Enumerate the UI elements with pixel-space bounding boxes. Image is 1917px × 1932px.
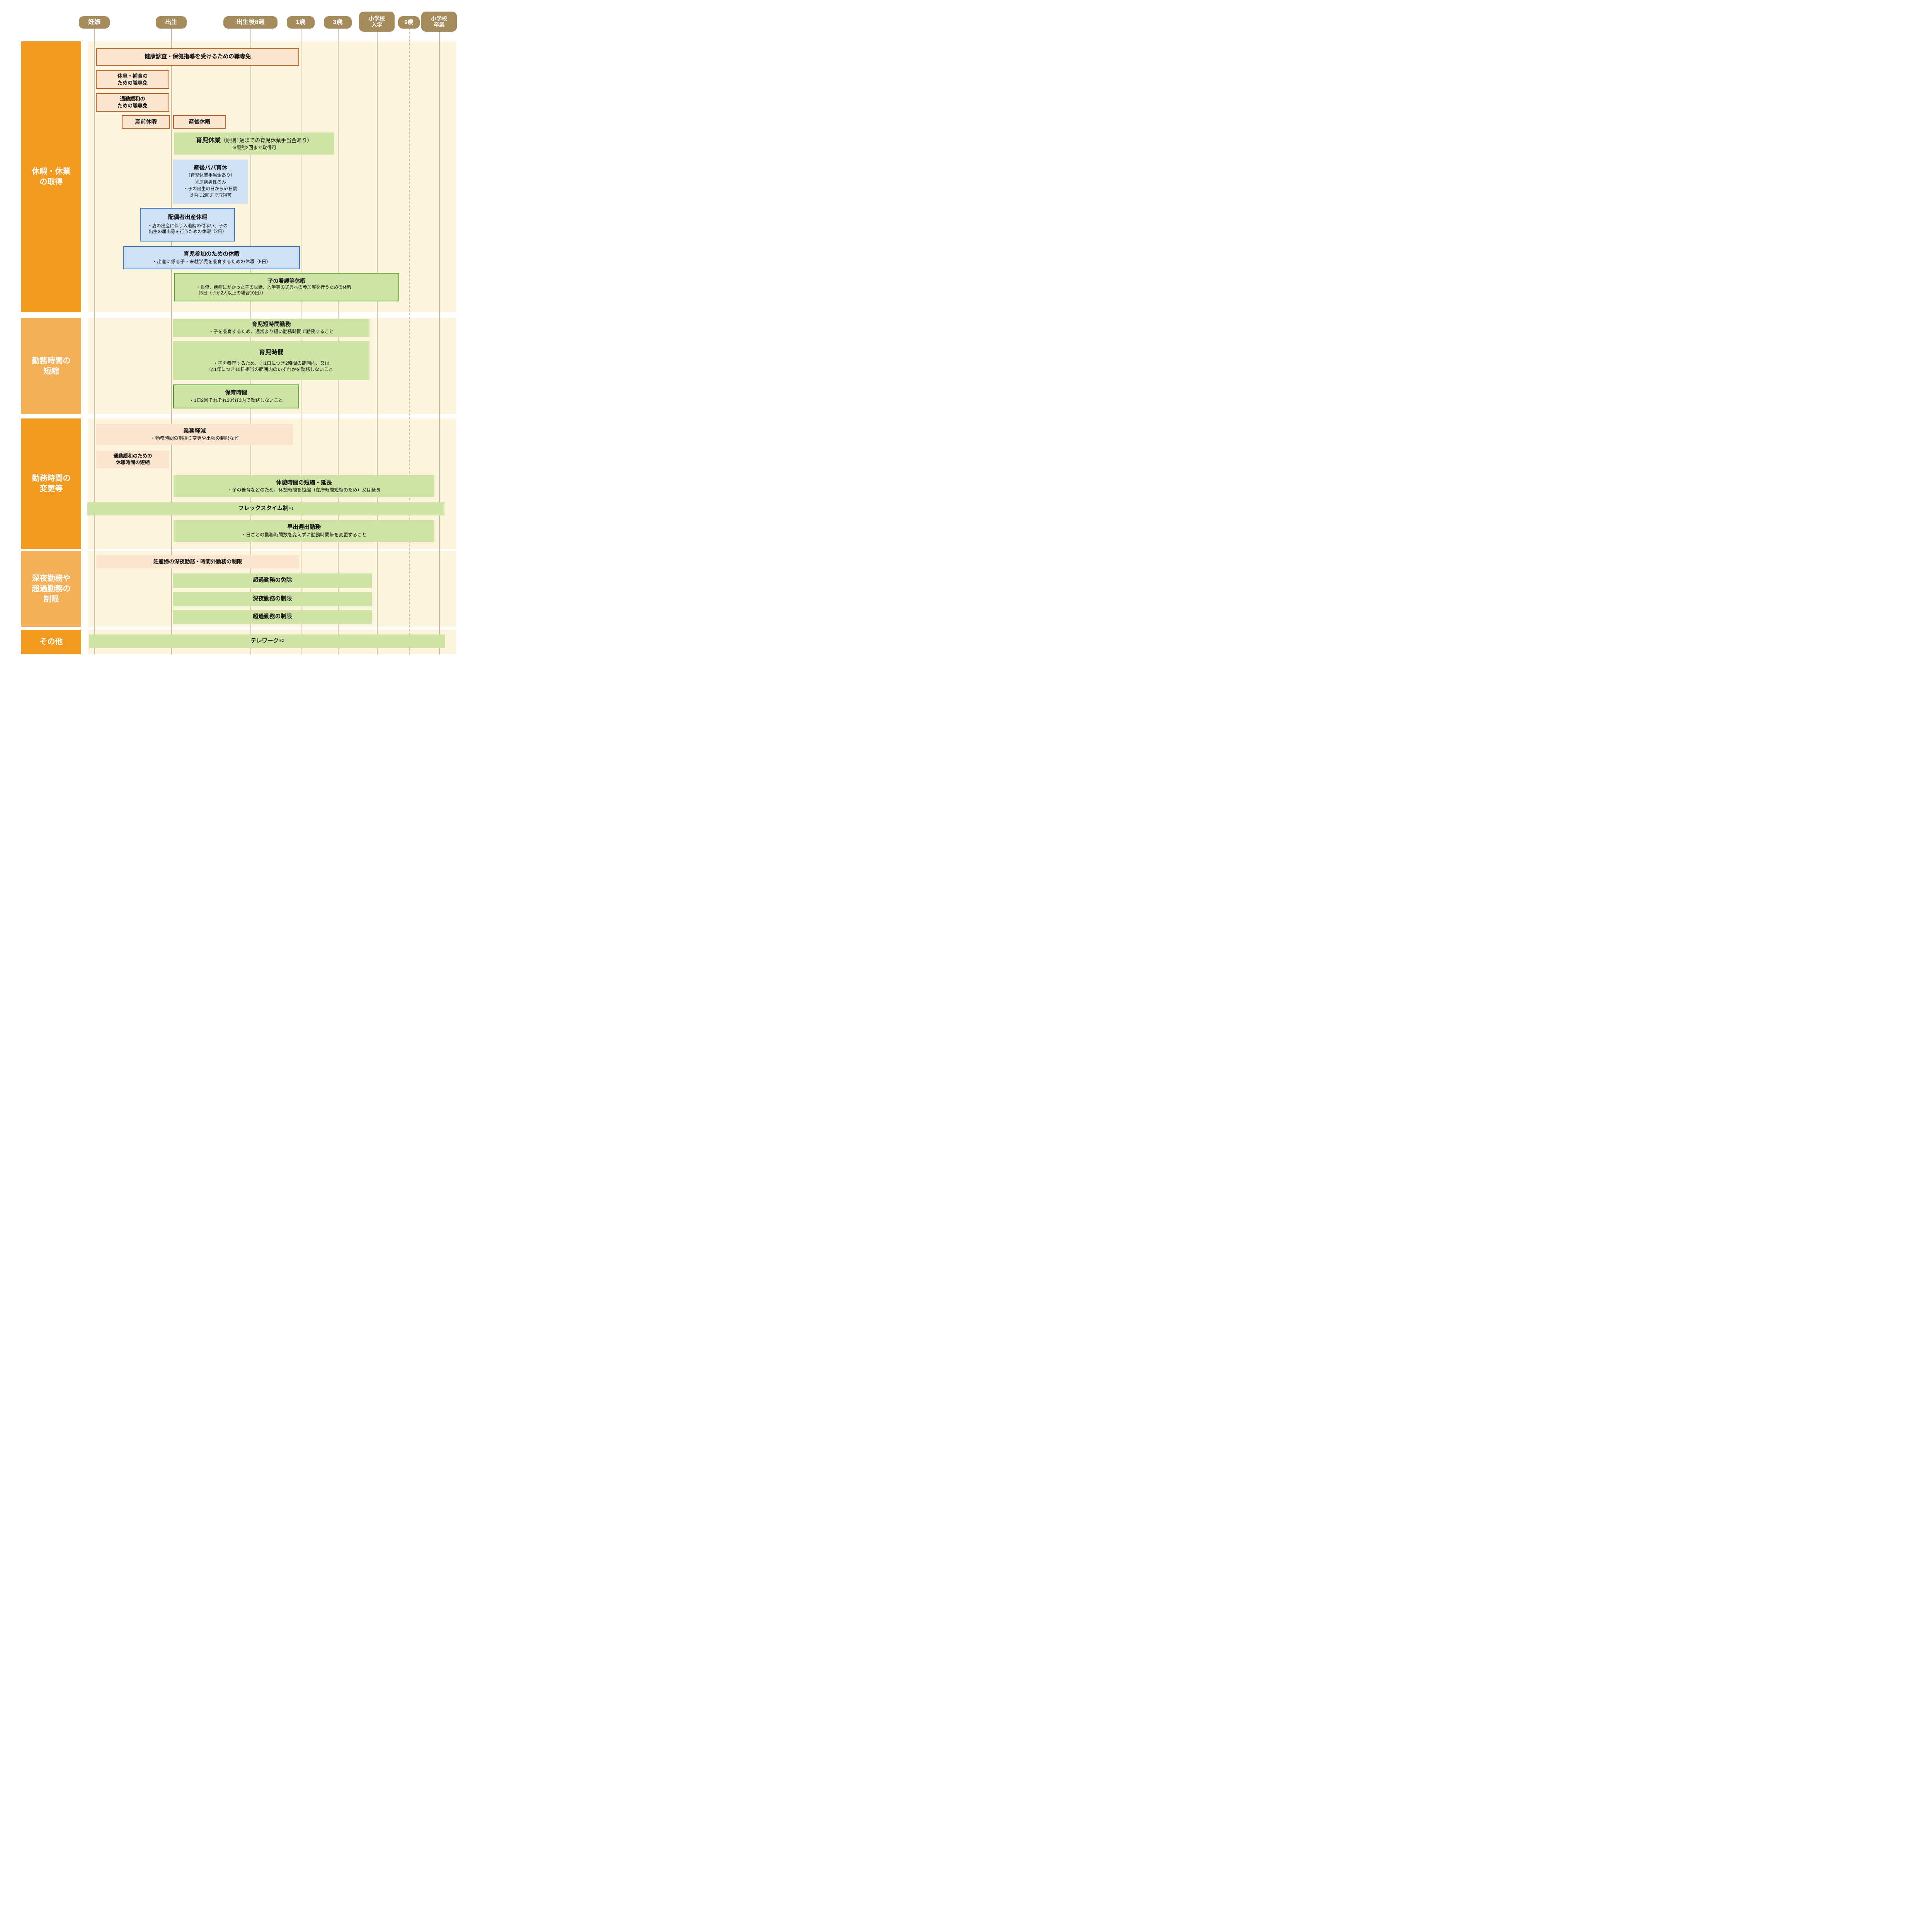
bar-sango-papa-ikukyu: 産後パパ育休 （育児休業手当金あり） ※原則男性のみ ・子の出生の日から57日間… [173, 160, 248, 204]
bar-ikuji-kyugyo: 育児休業（原則1歳までの育児休業手当金あり） ※原則2回まで取得可 [174, 133, 334, 155]
bar-shinyakinmu-seigen: 深夜勤務の制限 [173, 592, 372, 606]
timeline-line-birth [171, 28, 172, 655]
bar-gyomu-keigen: 業務軽減 ・勤務時間の割振り変更や出張の制限など [96, 424, 293, 445]
bar-hayade-osode-kinmu: 早出遅出勤務 ・日ごとの勤務時間数を変えずに勤務時間帯を変更すること [174, 520, 434, 542]
timeline-line-9yo [409, 28, 410, 655]
timeline-line-school-grad [439, 28, 440, 655]
sidebar-category-leave: 休暇・休業 の取得 [21, 41, 81, 312]
worklife-benefit-timeline-chart: 妊娠 出生 出生後8週 1歳 3歳 小学校 入学 9歳 小学校 卒業 休暇・休業… [0, 0, 479, 678]
bar-sango-kyuka: 産後休暇 [173, 115, 226, 129]
bar-ikuji-jikan: 育児時間 ・子を養育するため、①1日につき2時間の範囲内、又は ②1年につき10… [173, 341, 369, 380]
sidebar-category-shortening: 勤務時間の 短縮 [21, 318, 81, 414]
bar-ikuji-tanjikan-kinmu: 育児短時間勤務 ・子を養育するため、通常より短い勤務時間で勤務すること [173, 319, 369, 337]
bar-kenko-shinsa-shokusenmen: 健康診査・保健指導を受けるための職専免 [96, 48, 299, 66]
bar-telework: テレワーク※2 [89, 634, 445, 648]
milestone-badge-shussei: 出生 [156, 16, 187, 29]
bar-ikuji-sanka-kyuka: 育児参加のための休暇 ・出産に係る子・未就学児を養育するための休暇（5日） [123, 246, 300, 269]
bar-tsukin-kanwa-kyukei-tanshuku: 通勤緩和のための 休憩時間の短縮 [96, 451, 169, 468]
timeline-line-pregnancy [94, 28, 95, 655]
bar-flextime: フレックスタイム制※1 [87, 502, 444, 515]
milestone-badge-ninshin: 妊娠 [79, 16, 110, 29]
sidebar-category-other: その他 [21, 630, 81, 654]
bar-ninsampu-shinya-jikangai-seigen: 妊産婦の深夜勤務・時間外勤務の制限 [96, 555, 299, 568]
bar-chokakinmu-seigen: 超過勤務の制限 [173, 610, 372, 624]
milestone-badge-3sai: 3歳 [324, 16, 352, 29]
milestone-badge-shogakko-sotsugyo: 小学校 卒業 [421, 12, 457, 32]
bar-sanzen-kyuka: 産前休暇 [122, 115, 170, 129]
timeline-line-school-entry [377, 28, 378, 655]
bar-tsukin-kanwa-shokusenmen: 通勤緩和の ための職専免 [96, 93, 169, 112]
milestone-badge-9sai: 9歳 [398, 16, 420, 29]
milestone-badge-1sai: 1歳 [287, 16, 315, 29]
sidebar-category-change: 勤務時間の 変更等 [21, 418, 81, 549]
milestone-badge-shussei-8shu: 出生後8週 [223, 16, 278, 29]
milestone-badge-shogakko-nyugaku: 小学校 入学 [359, 12, 395, 32]
bar-konokango-kyuka: 子の看護等休暇 ・負傷、疾病にかかった子の世話、入学等の式典への参加等を行うため… [174, 273, 399, 301]
sidebar-category-restriction: 深夜勤務や 超過勤務の 制限 [21, 551, 81, 627]
bar-hoiku-jikan: 保育時間 ・1日2回それぞれ30分以内で勤務しないこと [173, 384, 299, 408]
bar-haigusha-shussan-kyuka: 配偶者出産休暇 ・妻の出産に伴う入退院の付添い、子の 出生の届出等を行うための休… [140, 208, 235, 242]
bar-kyukei-tanshuku-encho: 休憩時間の短縮・延長 ・子の養育などのため、休憩時間を短縮（在庁時間短縮のため）… [174, 475, 434, 497]
bar-chokakinmu-menjo: 超過勤務の免除 [173, 573, 372, 588]
bar-kyusoku-hoshoku-shokusenmen: 休息・補食の ための職専免 [96, 70, 169, 89]
